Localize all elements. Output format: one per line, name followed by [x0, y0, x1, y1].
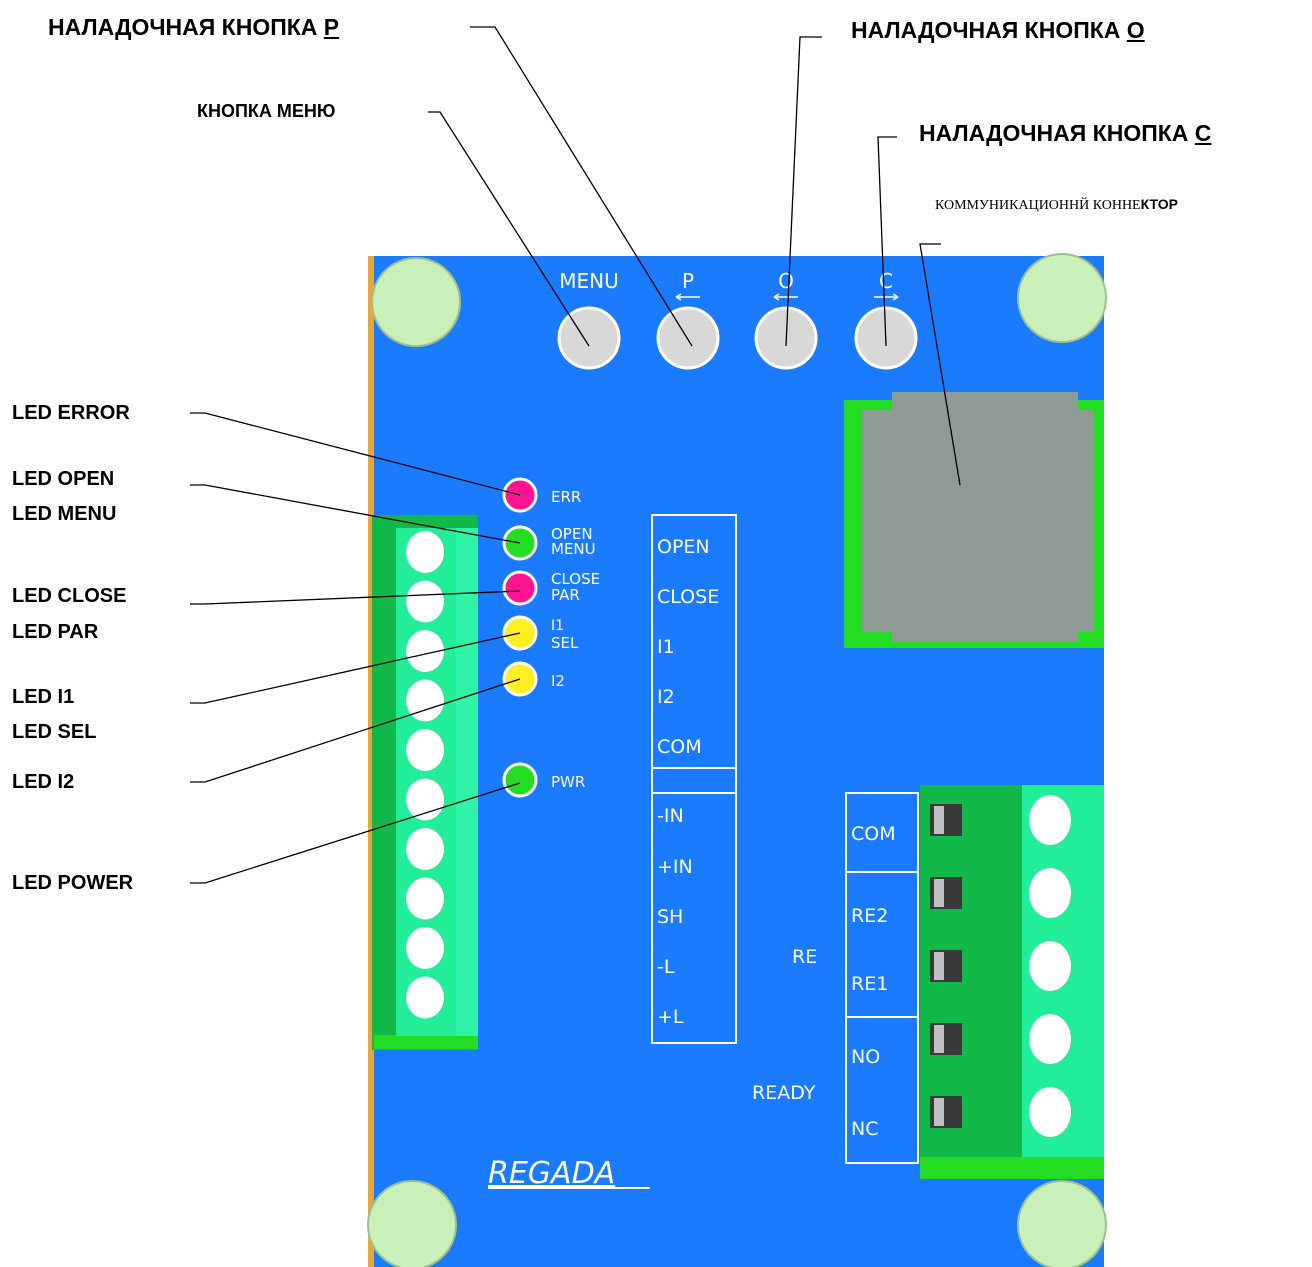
terminal-label: +IN — [657, 856, 693, 878]
callout-leader-lines — [190, 26, 961, 884]
relay-label: NC — [851, 1118, 878, 1140]
relay-pin-highlight — [934, 952, 944, 980]
button-o-label: O — [778, 269, 794, 293]
terminal-screw-hole — [406, 580, 444, 623]
callout-adjust-button-p: НАЛАДОЧНАЯ КНОПКА P — [48, 14, 340, 40]
terminal-label: I2 — [657, 686, 675, 708]
arrow-left-icon — [675, 293, 700, 301]
terminal-label: CLOSE — [657, 586, 719, 608]
terminal-label: -IN — [657, 805, 684, 827]
relay-pin-highlight — [934, 1025, 944, 1053]
terminal-block-left — [372, 515, 478, 1050]
relay-screw-hole — [1029, 1014, 1071, 1064]
mount-hole-top-left — [371, 257, 461, 347]
terminal-screw-hole — [406, 531, 444, 573]
relay-pin-highlight — [934, 879, 944, 907]
led-open-label: OPEN — [551, 525, 593, 543]
terminal-label: COM — [657, 736, 702, 758]
callout-led-i1: LED I1 — [12, 686, 75, 708]
led-sel-label: SEL — [551, 634, 579, 652]
arrow-right-icon — [874, 293, 899, 301]
relay-screw-hole — [1029, 1087, 1071, 1137]
callout-led-sel: LED SEL — [12, 721, 97, 743]
terminal-screw-hole — [406, 679, 444, 722]
re-group-label: RE — [792, 946, 817, 968]
callout-adjust-button-o: НАЛАДОЧНАЯ КНОПКА O — [851, 17, 1145, 43]
terminal-screw-hole — [406, 828, 444, 870]
relay-label-box — [845, 792, 919, 1164]
terminal-screw-holes — [406, 531, 444, 1019]
relay-pin-highlight — [934, 806, 944, 834]
led-i2-label: I2 — [551, 672, 565, 690]
terminal-label: OPEN — [657, 536, 710, 558]
relay-label: RE2 — [851, 905, 888, 927]
communication-connector — [844, 392, 1104, 648]
led-menu-label: MENU — [551, 540, 596, 558]
button-c-label: C — [879, 269, 893, 293]
terminal-screw-hole — [406, 630, 444, 672]
callout-menu-button: КНОПКА МЕНЮ — [197, 101, 336, 121]
button-p-label: P — [682, 269, 694, 293]
terminal-label: SH — [657, 906, 683, 928]
callout-adjust-button-c: НАЛАДОЧНАЯ КНОПКА C — [919, 120, 1212, 146]
relay-screw-hole — [1029, 868, 1071, 918]
led-close-par — [502, 570, 538, 606]
terminal-screw-hole — [406, 976, 444, 1019]
mount-hole-bottom-left — [367, 1180, 457, 1267]
terminal-screw-hole — [406, 729, 444, 771]
button-p[interactable] — [656, 306, 720, 370]
led-i1-label: I1 — [551, 618, 564, 634]
arrow-left-icon — [773, 293, 798, 301]
terminal-label-box — [651, 514, 737, 1044]
ready-group-label: READY — [752, 1082, 816, 1104]
terminal-block-right — [920, 785, 1104, 1179]
led-close-label: CLOSE — [551, 570, 600, 588]
led-par-label: PAR — [551, 586, 580, 604]
callout-led-menu: LED MENU — [12, 503, 117, 525]
mount-hole-top-right — [1017, 253, 1107, 343]
callout-led-power: LED POWER — [12, 872, 134, 894]
callout-led-par: LED PAR — [12, 621, 99, 643]
terminal-label: -L — [657, 956, 675, 978]
callout-led-close: LED CLOSE — [12, 585, 127, 607]
led-pwr — [502, 762, 538, 798]
button-arrows — [675, 293, 899, 301]
callout-led-error: LED ERROR — [12, 402, 130, 424]
terminal-screw-hole — [406, 927, 444, 969]
led-err-label: ERR — [551, 488, 581, 506]
callout-led-i2: LED I2 — [12, 771, 75, 793]
terminal-screw-hole — [406, 778, 444, 821]
relay-pin-highlight — [934, 1098, 944, 1126]
callout-led-open: LED OPEN — [12, 468, 115, 490]
button-menu-label: MENU — [559, 269, 619, 293]
led-pwr-label: PWR — [551, 773, 585, 791]
button-menu[interactable] — [557, 306, 621, 370]
mount-hole-bottom-right — [1017, 1180, 1107, 1267]
terminal-label: +L — [657, 1006, 684, 1028]
brand-logo: REGADA — [488, 1156, 615, 1191]
relay-label: RE1 — [851, 973, 888, 995]
relay-screw-hole — [1029, 941, 1071, 991]
relay-label: COM — [851, 823, 896, 845]
terminal-label: I1 — [657, 636, 675, 658]
callout-communication-connector: КОММУНИКАЦИОННЙ КОННЕКТОР — [935, 196, 1178, 213]
terminal-screw-hole — [406, 877, 444, 920]
relay-label: NO — [851, 1046, 880, 1068]
relay-screw-hole — [1029, 795, 1071, 845]
board-left-edge — [368, 256, 374, 1267]
